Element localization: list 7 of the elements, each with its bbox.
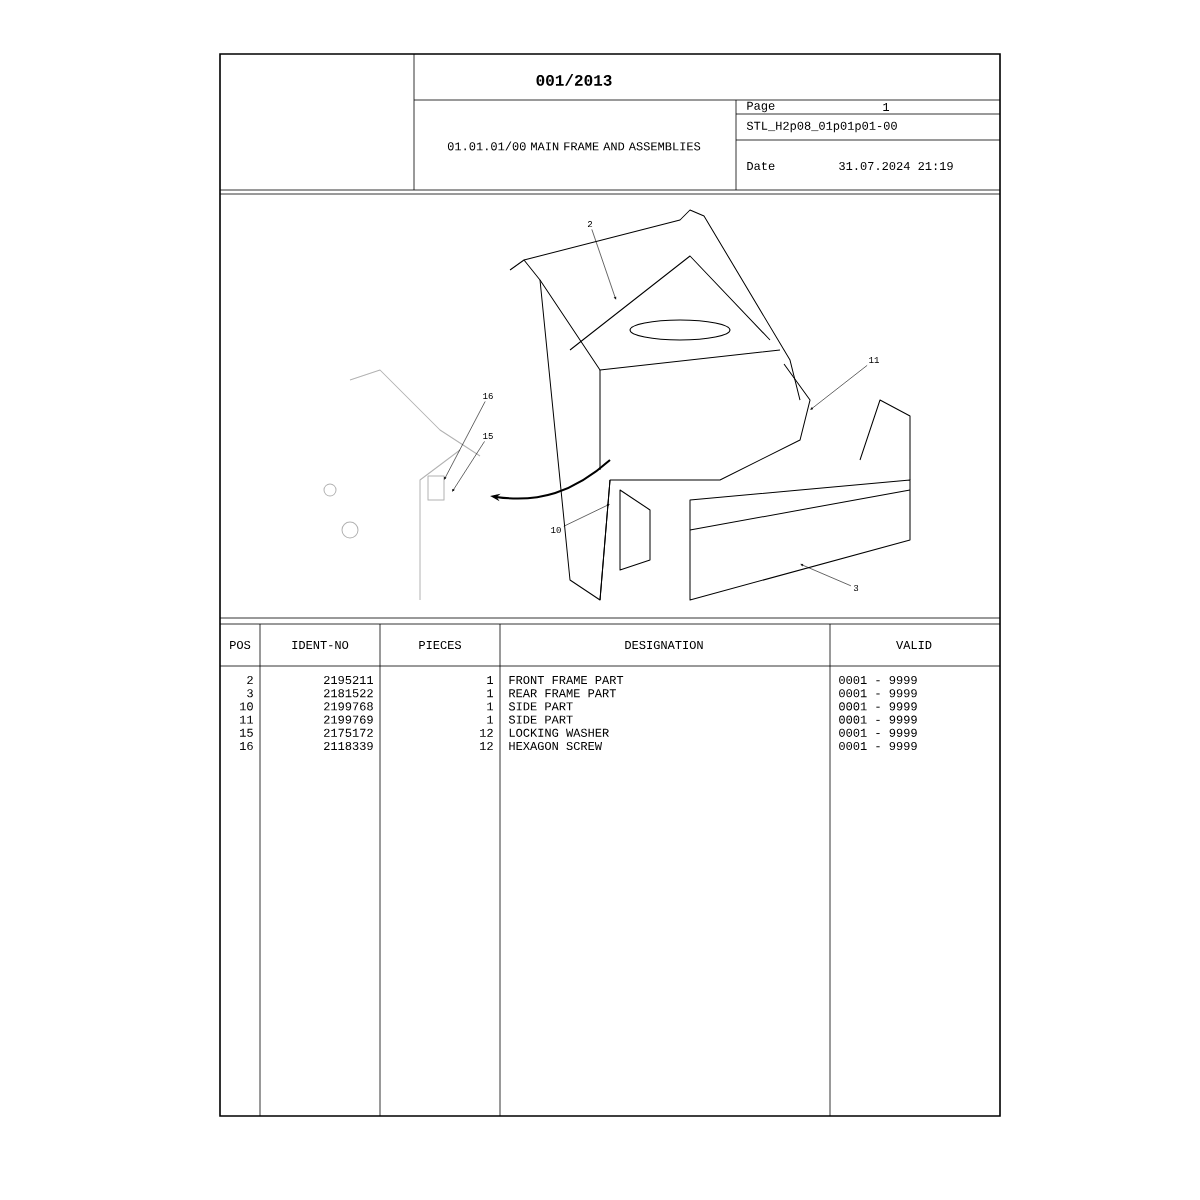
leader-line bbox=[444, 401, 486, 480]
leader-line bbox=[591, 229, 617, 300]
leader-line bbox=[452, 441, 485, 492]
leader-line bbox=[810, 365, 868, 410]
leader-line bbox=[563, 504, 610, 527]
leader-line bbox=[800, 564, 852, 587]
title: 001/2013 bbox=[536, 74, 612, 86]
